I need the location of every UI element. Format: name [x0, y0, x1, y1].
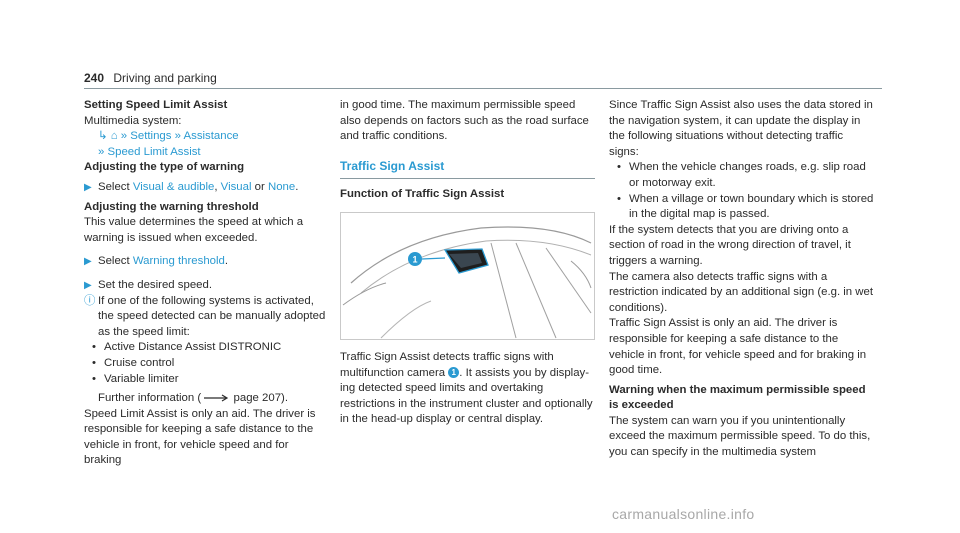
further-information: Further information ( page 207). — [84, 391, 328, 407]
bullet-icon: • — [617, 192, 621, 205]
bullet-icon: • — [92, 372, 96, 385]
header-rule — [84, 88, 882, 89]
step-arrow-icon: ▶ — [84, 256, 92, 268]
path-speed-limit-assist: Speed Limit Assist — [107, 145, 201, 158]
set-speed-text: Set the desired speed. — [98, 278, 212, 291]
menu-path-2: » Speed Limit Assist — [84, 145, 328, 161]
bullet-icon: • — [92, 341, 96, 354]
info-note: ⓘ If one of the following systems is act… — [84, 294, 328, 341]
step-select-threshold: ▶ Select Warning threshold. — [84, 254, 328, 270]
period: . — [224, 255, 229, 268]
paragraph-wrong-direction: If the system detects that you are drivi… — [609, 223, 851, 267]
step-set-speed: ▶ Set the desired speed. — [84, 278, 328, 294]
select-word: Select — [98, 180, 130, 193]
chevron-right-icon: » — [174, 130, 181, 143]
description-text-b: . It assists you by display­ing detected… — [340, 366, 593, 426]
select-word: Select — [98, 255, 130, 268]
return-arrow-icon: ↳ — [98, 130, 108, 143]
menu-path: ↳ ⌂ » Settings » Assistance — [84, 129, 328, 145]
function-description: Traffic Sign Assist detects traffic sign… — [340, 350, 595, 428]
final-paragraph: Speed Limit Assist is only an aid. The d… — [84, 407, 316, 467]
bullet-text: When a village or town boundary which is… — [629, 192, 874, 221]
bullet-text: When the vehicle changes roads, e.g. sli… — [629, 161, 866, 189]
chevron-right-icon: » — [120, 130, 128, 143]
column-3: Since Traffic Sign Assist also uses the … — [609, 98, 874, 461]
bullet-text: Active Distance Assist DISTRONIC — [104, 341, 282, 354]
column-2: in good time. The maximum permissible sp… — [340, 98, 595, 428]
note-text: If one of the following systems is activ… — [98, 294, 326, 338]
paragraph-warn: The system can warn you if you unintenti… — [609, 414, 871, 459]
bullet-text: Cruise control — [104, 356, 175, 369]
list-item: • When the vehicle changes roads, e.g. sl… — [609, 160, 874, 191]
list-item: • Cruise control — [84, 356, 328, 372]
column-1: Setting Speed Limit Assist Multimedia sy… — [84, 98, 328, 469]
step-arrow-icon: ▶ — [84, 181, 92, 193]
continued-paragraph: in good time. The maximum permissible sp… — [340, 99, 589, 143]
list-item: • Active Distance Assist DISTRONIC — [84, 340, 328, 356]
subheading-function: Function of Traffic Sign Assist — [340, 188, 505, 201]
callout-number: 1 — [412, 254, 417, 264]
page-header: 240 Driving and parking — [84, 71, 217, 85]
menu-intro: Multimedia system: — [84, 114, 182, 127]
section-title: Traffic Sign Assist — [340, 158, 445, 173]
home-icon: ⌂ — [110, 130, 118, 143]
section-rule — [340, 178, 595, 180]
callout-number-inline: 1 — [448, 367, 460, 379]
list-item: • When a village or town boundary which i… — [609, 192, 874, 223]
comma: , — [214, 180, 218, 193]
path-settings: Settings — [130, 130, 172, 143]
page-number: 240 — [84, 71, 105, 85]
bullet-text: Variable limiter — [104, 372, 179, 385]
watermark: carmanualsonline.info — [612, 506, 755, 522]
heading-setting-sla: Setting Speed Limit Assist — [84, 99, 228, 111]
further-info-text: Further information ( — [98, 392, 202, 405]
paragraph-navigation: Since Traffic Sign Assist also uses the … — [609, 99, 873, 158]
option-none: None — [267, 180, 296, 193]
info-icon: ⓘ — [84, 294, 96, 307]
list-item: • Variable limiter — [84, 372, 328, 388]
page-reference-arrow-icon — [204, 394, 229, 402]
section-title-block: Traffic Sign Assist — [340, 159, 595, 180]
option-visual: Visual — [220, 180, 252, 193]
page-reference[interactable]: page 207). — [233, 392, 288, 405]
chevron-right-icon: » — [98, 145, 105, 158]
car-windshield-drawing: 1 — [342, 226, 592, 339]
chapter-title: Driving and parking — [113, 71, 217, 85]
description-text-a: Traffic Sign Assist detects traffic sign… — [340, 350, 554, 379]
step-arrow-icon: ▶ — [84, 279, 92, 291]
callout-marker — [408, 251, 422, 266]
option-visual-audible: Visual & audible — [132, 180, 215, 193]
bullet-icon: • — [617, 161, 621, 174]
heading-speed-exceeded: Warning when the maximum permissible spe… — [609, 383, 866, 412]
heading-warning-type: Adjusting the type of warning — [84, 161, 245, 174]
or-word: or — [254, 180, 265, 193]
option-warning-threshold: Warning threshold — [132, 255, 225, 268]
paragraph-additional-sign: The camera also detects traffic signs wi… — [609, 270, 874, 314]
threshold-description: This value determines the speed at which… — [84, 216, 304, 244]
bullet-icon: • — [92, 356, 96, 369]
path-assistance: Assistance — [183, 130, 239, 143]
period: . — [295, 180, 299, 193]
heading-warning-threshold: Adjusting the warning threshold — [84, 200, 259, 213]
windshield-camera-illustration: 1 — [340, 211, 595, 340]
step-select-warning-type: ▶ Select Visual & audible, Visual or Non… — [84, 180, 328, 196]
paragraph-only-aid: Traffic Sign Assist is only an aid. The … — [609, 317, 867, 377]
